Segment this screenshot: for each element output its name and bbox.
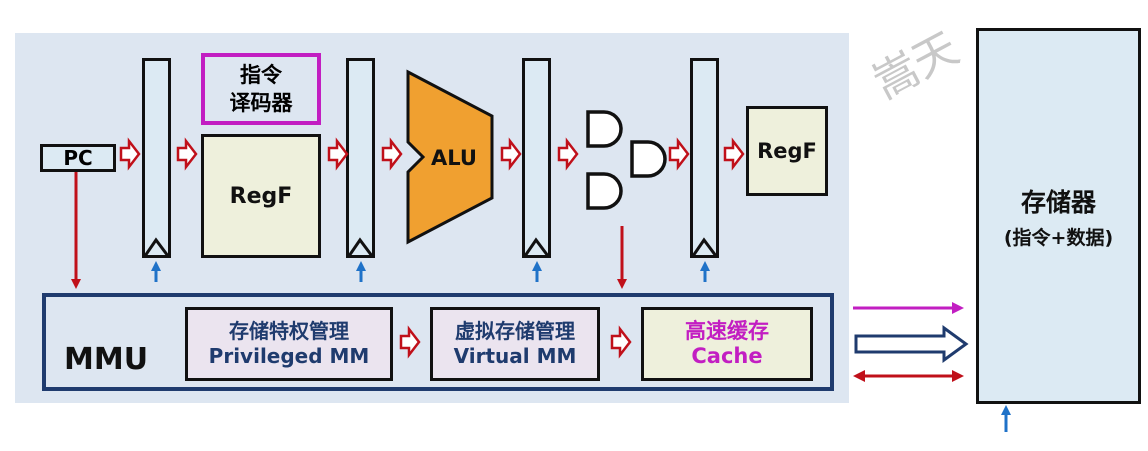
virtual-mm-box: 虚拟存储管理 Virtual MM xyxy=(430,307,600,381)
pc-box: PC xyxy=(40,144,116,172)
register-file-right: RegF xyxy=(746,106,828,196)
privileged-mm-label-en: Privileged MM xyxy=(208,344,370,368)
clock-arrows xyxy=(151,261,1011,432)
decoder-label-line2: 译码器 xyxy=(229,91,293,115)
decoder-label-line1: 指令 xyxy=(240,63,282,87)
privileged-mm-box: 存储特权管理 Privileged MM xyxy=(185,307,393,381)
memory-box: 存储器 (指令+数据) xyxy=(976,28,1141,404)
virtual-mm-label-cn: 虚拟存储管理 xyxy=(455,319,575,343)
cache-box: 高速缓存 Cache xyxy=(641,307,813,381)
pipeline-register-1 xyxy=(142,58,171,258)
memory-subtitle: (指令+数据) xyxy=(1003,226,1114,249)
pipeline-register-4 xyxy=(690,58,719,258)
register-file-left: RegF xyxy=(201,134,321,258)
mmu-to-memory-hollow-arrow xyxy=(854,325,969,363)
cache-label-en: Cache xyxy=(691,344,763,368)
alu-shape xyxy=(406,69,494,245)
privileged-mm-label-cn: 存储特权管理 xyxy=(229,319,349,343)
alu-label: ALU xyxy=(431,146,477,170)
cache-label-cn: 高速缓存 xyxy=(685,319,769,343)
instruction-decoder-box: 指令 译码器 xyxy=(201,53,321,125)
virtual-mm-label-en: Virtual MM xyxy=(453,344,577,368)
control-arrows xyxy=(71,172,627,289)
pipeline-register-2 xyxy=(346,58,375,258)
memory-title: 存储器 xyxy=(1020,187,1096,217)
clock-markers xyxy=(143,237,718,257)
pipeline-flow-arrows xyxy=(119,137,745,359)
logic-gates xyxy=(586,110,667,210)
register-file-left-label: RegF xyxy=(229,183,293,209)
pc-label: PC xyxy=(63,146,93,170)
register-file-right-label: RegF xyxy=(757,139,817,163)
pipeline-register-3 xyxy=(522,58,551,258)
mmu-label: MMU xyxy=(64,342,149,377)
